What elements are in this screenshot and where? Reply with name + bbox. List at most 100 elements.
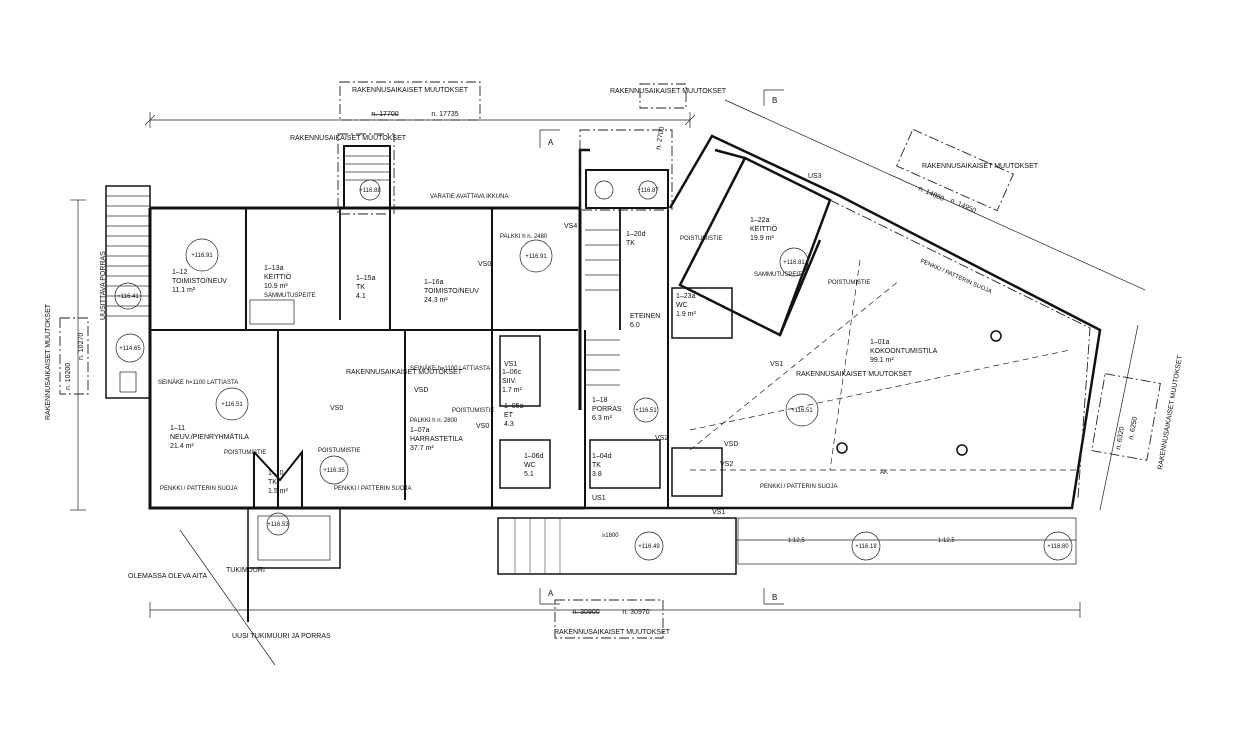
room-id: 1–04d bbox=[592, 453, 612, 460]
room-top-right-office: +116.91 VS4 bbox=[519, 223, 577, 273]
room-1-18: 1–18 PORRAS 6.3 m² +116.51 1–04d TK 3.8 … bbox=[592, 397, 668, 502]
dim-right-old: n. 6250 bbox=[1128, 416, 1139, 440]
room-name: KEITTIÖ bbox=[750, 225, 778, 233]
level-office: +116.91 bbox=[525, 254, 547, 260]
room-id: 1–22a bbox=[750, 217, 770, 224]
note-varatie: VARATIE AVATTAVA IKKUNA bbox=[430, 194, 508, 200]
room-id: 1–06c bbox=[502, 369, 522, 376]
room-id: 1–16a bbox=[424, 279, 444, 286]
room-area: 21.4 m² bbox=[170, 443, 194, 450]
tag-vsd: VSD bbox=[724, 441, 738, 448]
room-id: 1–01a bbox=[870, 339, 890, 346]
section-marks: A A B B bbox=[539, 89, 784, 605]
changes-label-hall: RAKENNUSAIKAISET MUUTOKSET bbox=[796, 371, 913, 378]
mid-top-changes: RAKENNUSAIKAISET MUUTOKSET n. 2700 bbox=[610, 83, 727, 150]
changes-label-mid: RAKENNUSAIKAISET MUUTOKSET bbox=[346, 369, 463, 376]
changes-label-mid-top: RAKENNUSAIKAISET MUUTOKSET bbox=[610, 88, 727, 95]
new-retaining-label: UUSI TUKIMUURI JA PORRAS bbox=[232, 633, 331, 640]
note-sammutuspeite: SAMMUTUSPEITE bbox=[264, 293, 316, 299]
room-area: 6.0 bbox=[630, 322, 640, 329]
changes-label-stair: RAKENNUSAIKAISET MUUTOKSET bbox=[290, 135, 407, 142]
room-name: HARRASTETILA bbox=[410, 436, 463, 443]
room-id: 1–20d bbox=[626, 231, 646, 238]
room-id: 1–15a bbox=[356, 275, 376, 282]
room-id: 1–07a bbox=[410, 427, 430, 434]
level-ramp-3: +116.80 bbox=[1047, 544, 1069, 550]
tag-vs4: VS4 bbox=[564, 223, 577, 230]
level-stair-top: +116.88 bbox=[359, 188, 381, 194]
level-ramp-2: +116.18 bbox=[855, 544, 877, 550]
room-1-13a: 1–13a KEITTIÖ 10.9 m² SAMMUTUSPEITE bbox=[249, 265, 316, 325]
changes-label-right: RAKENNUSAIKAISET MUUTOKSET bbox=[1157, 354, 1184, 470]
note-penkki: PENKKI / PATTERIN SUOJA bbox=[160, 486, 237, 492]
room-name: TOIMISTO/NEUV bbox=[172, 278, 227, 285]
note-palkki: PALKKI h n. 2800 bbox=[410, 418, 458, 424]
ramp-slope-2: 1:12,5 bbox=[938, 538, 955, 544]
room-1-11: SEINÄKE h=1100 LATTIASTA +116.51 1–11 NE… bbox=[158, 379, 266, 492]
changes-label-diag: RAKENNUSAIKAISET MUUTOKSET bbox=[922, 163, 1039, 170]
dim-bottom-old: n. 30900 bbox=[572, 609, 599, 616]
room-name: TK bbox=[356, 284, 365, 291]
section-b-bottom: B bbox=[772, 593, 777, 602]
tag-vs1: VS1 bbox=[712, 509, 725, 516]
room-id: 1–05a bbox=[504, 403, 524, 410]
room-area: 3.8 bbox=[592, 471, 602, 478]
room-area: 6.3 m² bbox=[592, 415, 613, 422]
level-ramp-1: +116.49 bbox=[638, 544, 660, 550]
level-1-07a: +116.35 bbox=[323, 468, 345, 474]
level-1-18: +116.51 bbox=[635, 408, 657, 414]
ramp-slope-1: 1:12,5 bbox=[788, 538, 805, 544]
level-left-low: +114.65 bbox=[119, 346, 141, 352]
room-area: 19.9 m² bbox=[750, 235, 774, 242]
room-name: TK bbox=[268, 479, 277, 486]
bottom-dimension: n. 30900 n. 30970 RAKENNUSAIKAISET MUUTO… bbox=[149, 599, 1081, 639]
tag-vsd: VSD bbox=[414, 387, 428, 394]
building-walls bbox=[148, 134, 1102, 510]
room-1-07a: RAKENNUSAIKAISET MUUTOKSET SEINÄKE h=110… bbox=[318, 365, 494, 492]
level-1-11: +116.51 bbox=[221, 402, 243, 408]
room-id: 1–12 bbox=[172, 269, 188, 276]
note-penkki: PENKKI / PATTERIN SUOJA bbox=[760, 484, 837, 490]
tag-vs0: VS0 bbox=[330, 405, 343, 412]
section-b-top: B bbox=[772, 96, 777, 105]
room-1-22a: US3 1–22a KEITTIÖ 19.9 m² +116.81 SAMMUT… bbox=[750, 173, 870, 286]
hall-dashed bbox=[689, 199, 1091, 499]
room-id: 1–23a bbox=[676, 293, 696, 300]
room-area: 4.1 bbox=[356, 293, 366, 300]
changes-label-left: RAKENNUSAIKAISET MUUTOKSET bbox=[45, 303, 52, 420]
note-poistumistie: POISTUMISTIE bbox=[318, 448, 360, 454]
dim-diag-old: n. 14880 bbox=[917, 185, 945, 203]
old-fence-label: OLEMASSA OLEVA AITA bbox=[128, 573, 207, 580]
note-palkki: PALKKI h n. 2480 bbox=[500, 234, 548, 240]
room-id: 1–11 bbox=[170, 425, 185, 432]
room-area: 4.3 bbox=[504, 421, 514, 428]
top-dimension: RAKENNUSAIKAISET MUUTOKSET n. 17700 n. 1… bbox=[144, 81, 696, 128]
room-1-12: +116.91 1–12 TOIMISTO/NEUV 11.1 m² bbox=[172, 238, 227, 294]
room-name: WC bbox=[524, 462, 536, 469]
note-poistumistie: POISTUMISTIE bbox=[828, 280, 870, 286]
tag-vs0: VS0 bbox=[478, 261, 491, 268]
tag-vs0: VS0 bbox=[476, 423, 489, 430]
dim-right: n. 6320 bbox=[1115, 426, 1126, 450]
note-penkki: PENKKI / PATTERIN SUOJA bbox=[334, 486, 411, 492]
mid-stair: +116.87 bbox=[579, 129, 673, 386]
room-name: KEITTIÖ bbox=[264, 273, 292, 281]
note-sammutuspeite: SAMMUTUSPEITE bbox=[754, 272, 806, 278]
room-id: 1–06d bbox=[524, 453, 544, 460]
room-area: 37.7 m² bbox=[410, 445, 434, 452]
room-id: 1–18 bbox=[592, 397, 608, 404]
tag-us1: US1 bbox=[592, 495, 606, 502]
tag-us3: US3 bbox=[808, 173, 822, 180]
note-seinake: SEINÄKE h=1100 LATTIASTA bbox=[158, 379, 238, 386]
room-area: 10.9 m² bbox=[264, 283, 288, 290]
retaining-label: TUKIMUURI bbox=[226, 567, 265, 574]
note-poistumistie: POISTUMISTIE bbox=[224, 450, 266, 456]
left-stair: +116.41 +114.65 bbox=[105, 185, 151, 399]
room-name: KOKOONTUMISTILA bbox=[870, 348, 938, 355]
room-name: ET bbox=[504, 412, 514, 419]
room-name: NEUV./PIENRYHMÄTILA bbox=[170, 433, 249, 441]
level-1-12: +116.91 bbox=[191, 253, 213, 259]
room-1-10: 1–10 TK 1.5 m² bbox=[268, 470, 289, 495]
dim-left-old: n. 10200 bbox=[65, 363, 72, 390]
room-area: 5.1 bbox=[524, 471, 534, 478]
